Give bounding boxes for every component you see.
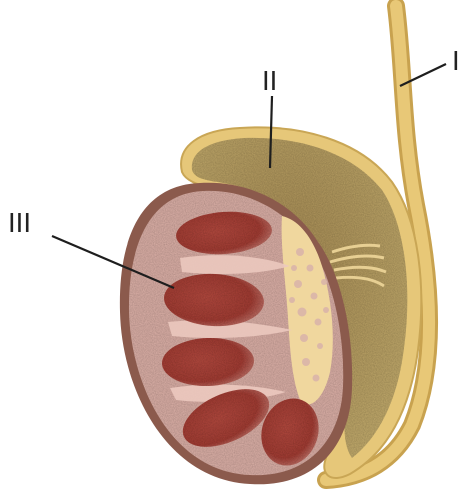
label-iii: III	[8, 209, 31, 239]
label-ii: II	[262, 67, 277, 97]
label-i: I	[452, 47, 460, 77]
